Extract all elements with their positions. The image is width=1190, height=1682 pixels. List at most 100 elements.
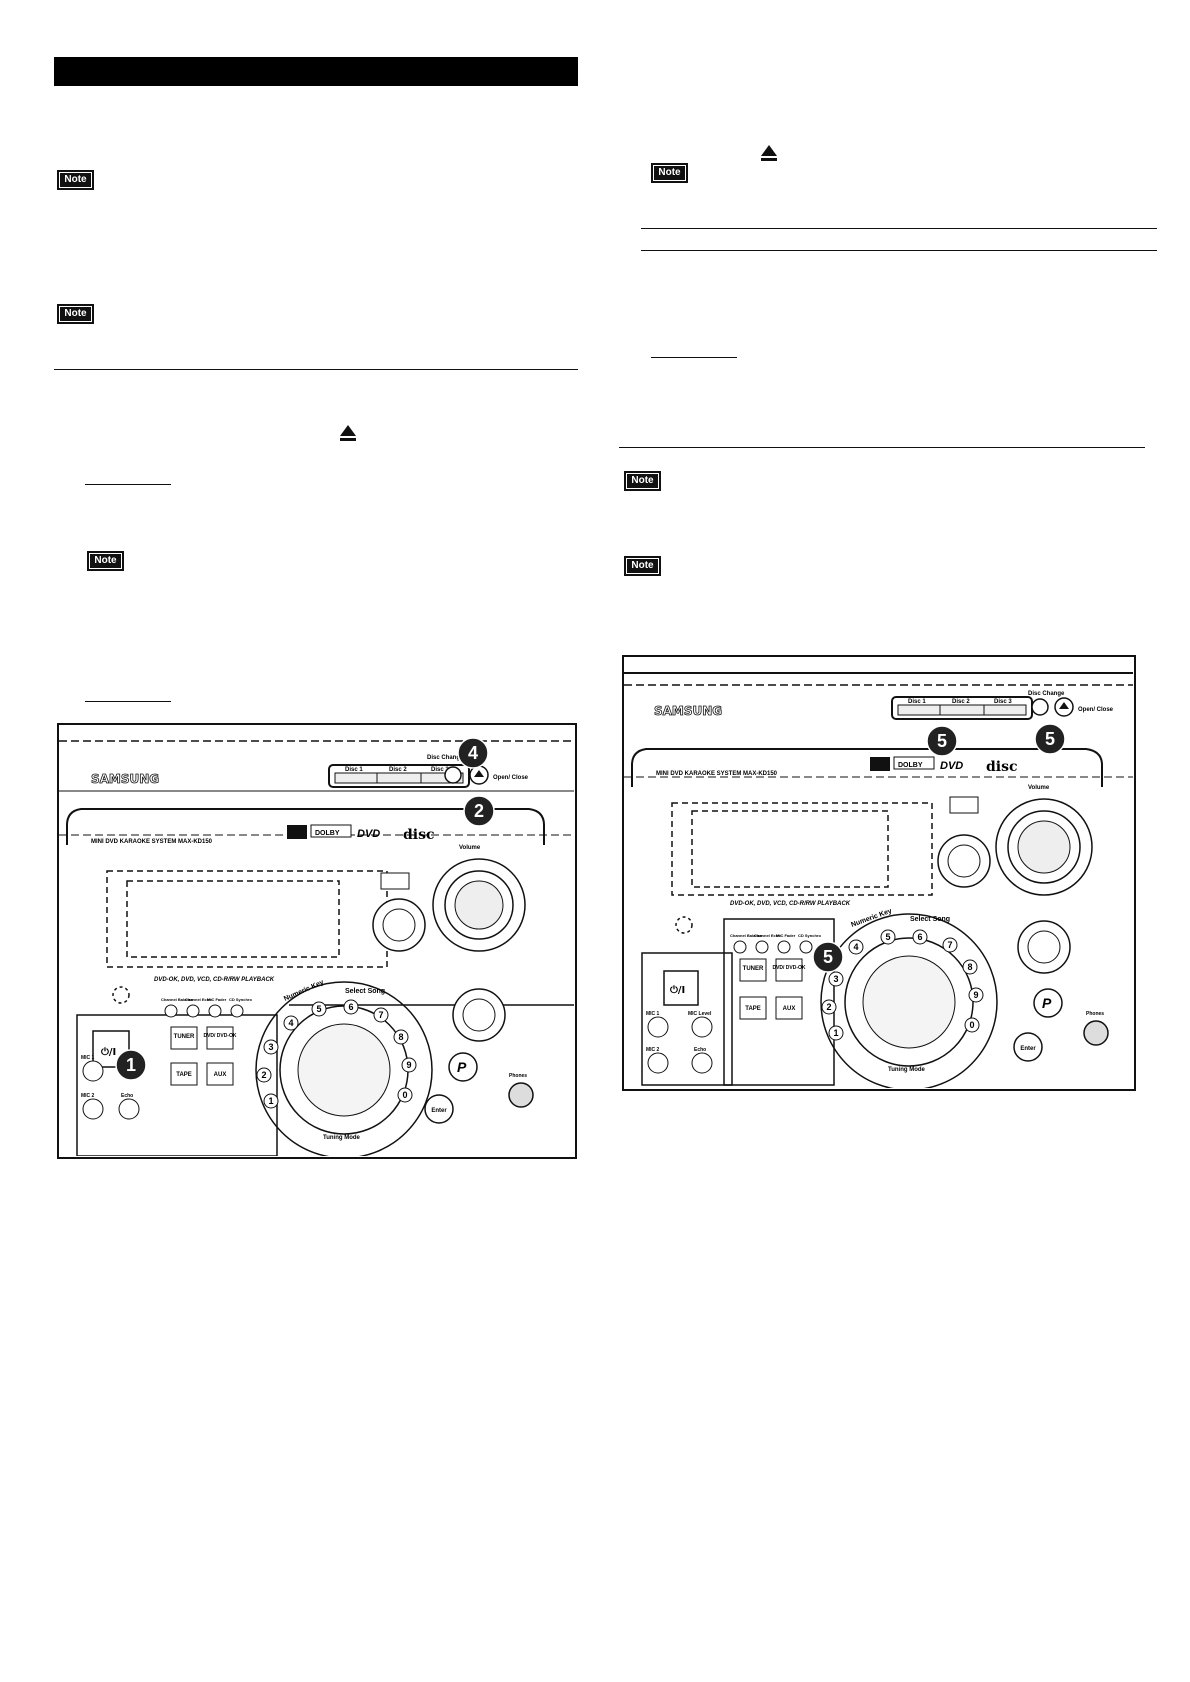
key-0: 0 bbox=[402, 1090, 407, 1100]
power-button-label: ⏻/I bbox=[101, 1046, 116, 1058]
disc-change-button[interactable] bbox=[1031, 698, 1049, 716]
open-close-label: Open/ Close bbox=[1078, 707, 1114, 713]
channel-balance-label: Channel Balance bbox=[730, 933, 763, 938]
select-ring bbox=[820, 913, 998, 1088]
cd-synchro-label: CD Synchro bbox=[229, 997, 252, 1002]
mic-jacks bbox=[82, 1060, 140, 1120]
tuner-button-label: TUNER bbox=[743, 966, 764, 972]
echo-label: Echo bbox=[694, 1047, 706, 1053]
mic-2-label: MIC 2 bbox=[81, 1093, 95, 1099]
disc-3-label: Disc 3 bbox=[994, 699, 1012, 705]
callout-1: 1 bbox=[126, 1055, 136, 1075]
disc-2-label: Disc 2 bbox=[952, 699, 970, 705]
mic-fader-label: MIC Fader bbox=[207, 997, 227, 1002]
echo-label: Echo bbox=[121, 1093, 133, 1099]
aux-button-label: AUX bbox=[783, 1006, 796, 1012]
tuner-button-label: TUNER bbox=[174, 1034, 195, 1040]
volume-knob bbox=[432, 858, 526, 952]
mic-fader-label: MIC Fader bbox=[776, 933, 796, 938]
model-label: MINI DVD KARAOKE SYSTEM MAX-KD150 bbox=[91, 839, 213, 845]
numeric-key-label: Numeric Key bbox=[283, 979, 325, 1003]
dvd-button-label: DVD/ DVD-OK bbox=[772, 965, 805, 971]
note-badge: Note bbox=[651, 163, 688, 183]
eject-icon bbox=[761, 145, 777, 161]
tuning-mode-label: Tuning Mode bbox=[888, 1067, 926, 1073]
key-7: 7 bbox=[378, 1010, 383, 1020]
power-button-label: ⏻/I bbox=[670, 984, 685, 996]
underline-stub bbox=[85, 701, 171, 702]
disc-1-label: Disc 1 bbox=[345, 767, 363, 773]
note-badge: Note bbox=[624, 471, 661, 491]
underline-stub bbox=[85, 484, 171, 485]
key-4: 4 bbox=[288, 1018, 293, 1028]
multi-jog-knob bbox=[372, 898, 426, 952]
disc-change-button[interactable] bbox=[444, 766, 462, 784]
front-panel-illustration-left: Disc 1 Disc 2 Disc 3 Disc Change Open/ C… bbox=[57, 723, 577, 1159]
brand-logo: SAMSUNG bbox=[91, 772, 159, 786]
svg-text:disc: disc bbox=[403, 827, 435, 843]
tuning-mode-label: Tuning Mode bbox=[323, 1135, 361, 1141]
keypad: 1 2 3 4 5 6 7 8 9 0 bbox=[821, 929, 984, 1041]
channel-echo-label: Channel Echo bbox=[185, 997, 212, 1002]
key-0: 0 bbox=[969, 1020, 974, 1030]
key-9: 9 bbox=[406, 1060, 411, 1070]
eject-icon bbox=[1059, 702, 1069, 709]
table-rule bbox=[641, 250, 1157, 251]
key-2: 2 bbox=[261, 1070, 266, 1080]
dvd-button-label: DVD/ DVD-OK bbox=[203, 1033, 236, 1039]
note-badge: Note bbox=[57, 304, 94, 324]
note-badge: Note bbox=[57, 170, 94, 190]
numeric-key-label: Numeric Key bbox=[850, 908, 893, 929]
key-3: 3 bbox=[833, 974, 838, 984]
section-divider bbox=[54, 369, 578, 370]
key-8: 8 bbox=[967, 962, 972, 972]
svg-text:disc: disc bbox=[986, 759, 1018, 775]
callout-5-open-close: 5 bbox=[1045, 729, 1055, 749]
underline-stub bbox=[651, 357, 737, 358]
section-divider bbox=[619, 447, 1145, 448]
tape-button-label: TAPE bbox=[176, 1072, 192, 1078]
key-7: 7 bbox=[947, 940, 952, 950]
disc-change-label: Disc Change bbox=[1028, 691, 1065, 697]
mic-jacks bbox=[647, 1016, 713, 1074]
aux-button-label: AUX bbox=[214, 1072, 227, 1078]
key-6: 6 bbox=[348, 1002, 353, 1012]
key-5: 5 bbox=[316, 1004, 321, 1014]
svg-text:DOLBY: DOLBY bbox=[315, 830, 340, 837]
key-5: 5 bbox=[885, 932, 890, 942]
enter-button[interactable] bbox=[1013, 1032, 1043, 1062]
callout-badges: 1 2 4 bbox=[115, 737, 495, 1081]
source-buttons bbox=[739, 958, 803, 1020]
brand-logo: SAMSUNG bbox=[654, 704, 722, 718]
volume-label: Volume bbox=[1028, 785, 1050, 791]
key-6: 6 bbox=[917, 932, 922, 942]
program-button[interactable] bbox=[448, 1052, 478, 1082]
dvd-ok-logo bbox=[949, 796, 979, 814]
multi-jog-knob bbox=[937, 834, 991, 888]
echo-knob bbox=[1017, 920, 1071, 974]
channel-echo-label: Channel Echo bbox=[754, 933, 781, 938]
disc-1-label: Disc 1 bbox=[908, 699, 926, 705]
mic-1-label: MIC 1 bbox=[81, 1055, 95, 1061]
select-song-label: Select Song bbox=[910, 916, 950, 923]
svg-text:DVD: DVD bbox=[357, 828, 380, 840]
program-button[interactable] bbox=[1033, 988, 1063, 1018]
callout-4: 4 bbox=[468, 743, 478, 763]
playback-label: DVD-OK, DVD, VCD, CD-R/RW PLAYBACK bbox=[154, 977, 275, 983]
enter-button-label: Enter bbox=[431, 1108, 447, 1114]
enter-button[interactable] bbox=[424, 1094, 454, 1124]
callout-badges: 5 5 5 bbox=[812, 723, 1066, 973]
eject-icon bbox=[474, 770, 484, 777]
disc-2-label: Disc 2 bbox=[389, 767, 407, 773]
tape-button-label: TAPE bbox=[745, 1006, 761, 1012]
small-buttons bbox=[164, 1004, 244, 1018]
format-logos: DOLBY DVD disc bbox=[287, 824, 435, 843]
disc-tray-selector bbox=[891, 696, 1033, 720]
svg-text:DOLBY: DOLBY bbox=[898, 762, 923, 769]
section-header-bar bbox=[54, 57, 578, 86]
section-header-text bbox=[54, 63, 64, 79]
echo-knob bbox=[452, 988, 506, 1042]
phones-jack bbox=[1083, 1020, 1109, 1046]
key-9: 9 bbox=[973, 990, 978, 1000]
phones-label: Phones bbox=[1086, 1011, 1104, 1017]
